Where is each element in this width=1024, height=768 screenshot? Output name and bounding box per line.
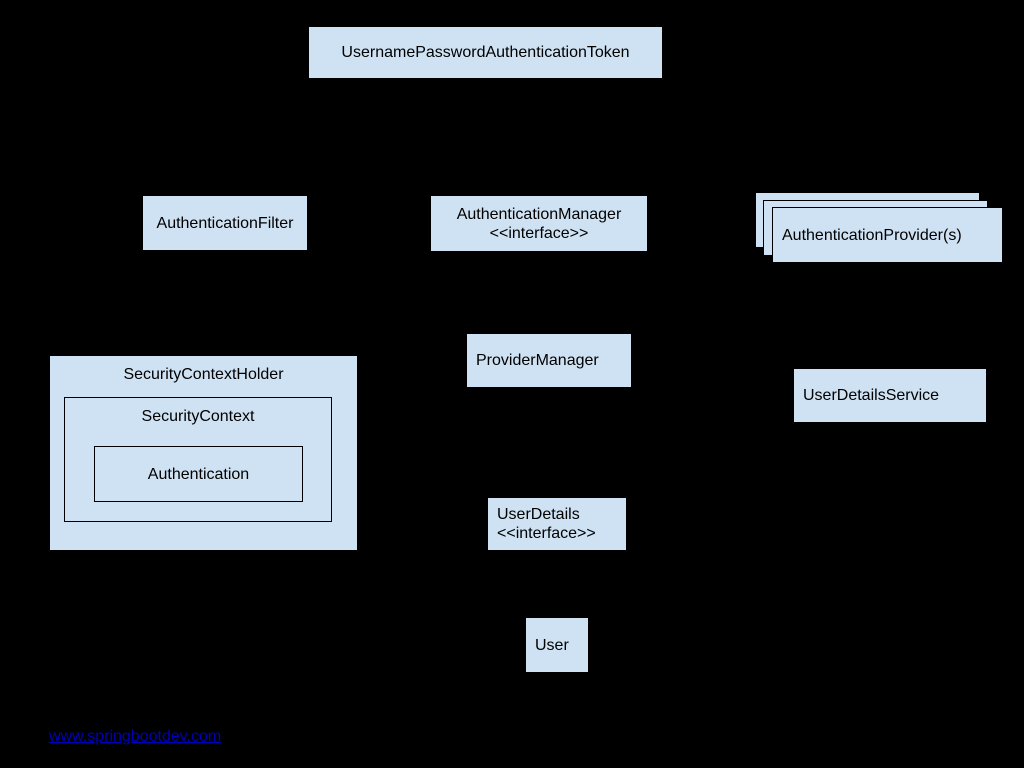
node-label: User xyxy=(535,636,569,654)
footer-link[interactable]: www.springbootdev.com xyxy=(49,728,222,745)
node-label: ProviderManager xyxy=(476,352,599,369)
node-label: AuthenticationManager xyxy=(456,205,622,223)
node-authentication-providers: AuthenticationProvider(s) xyxy=(772,207,1003,263)
node-authentication-manager: AuthenticationManager <<interface>> xyxy=(430,195,648,252)
node-authentication: Authentication xyxy=(94,446,303,502)
node-label: AuthenticationFilter xyxy=(156,214,294,232)
node-label: Authentication xyxy=(147,465,250,483)
node-label: UserDetailsService xyxy=(803,387,940,404)
node-label: UserDetails xyxy=(497,506,580,523)
node-user-details-service: UserDetailsService xyxy=(793,368,987,423)
node-stereotype: <<interface>> xyxy=(497,525,596,542)
node-label: SecurityContextHolder xyxy=(123,366,284,383)
node-label: AuthenticationProvider(s) xyxy=(782,226,962,244)
node-user: User xyxy=(525,617,589,673)
node-user-details: UserDetails <<interface>> xyxy=(487,497,627,551)
node-username-password-authentication-token: UsernamePasswordAuthenticationToken xyxy=(308,26,663,79)
node-stereotype: <<interface>> xyxy=(489,224,589,242)
node-provider-manager: ProviderManager xyxy=(466,333,632,388)
node-authentication-filter: AuthenticationFilter xyxy=(142,195,308,251)
node-label: SecurityContext xyxy=(141,408,255,425)
node-label: UsernamePasswordAuthenticationToken xyxy=(341,44,630,61)
